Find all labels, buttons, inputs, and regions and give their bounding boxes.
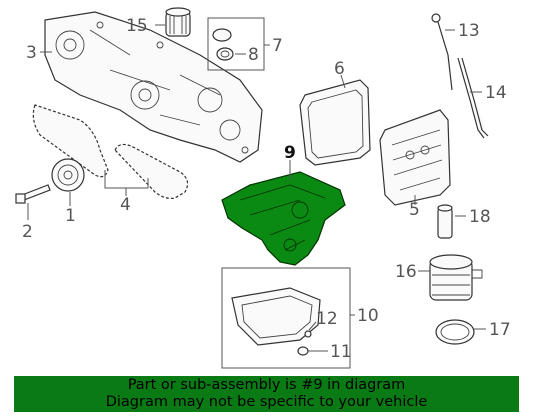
callout-12: 12 xyxy=(316,309,338,329)
callout-labels: 3 15 8 7 6 13 14 5 9 4 1 2 18 16 17 10 1… xyxy=(22,16,511,362)
callout-11: 11 xyxy=(330,342,352,362)
crank-pulley-part[interactable] xyxy=(51,158,85,192)
bolt-part[interactable] xyxy=(15,184,51,204)
timing-cover-part[interactable] xyxy=(44,11,263,163)
callout-18: 18 xyxy=(469,207,491,227)
timing-belt-part[interactable] xyxy=(32,104,189,199)
callout-8: 8 xyxy=(248,45,259,65)
oil-pan-upper-highlighted[interactable] xyxy=(221,171,346,266)
dipstick-tube-part[interactable] xyxy=(457,57,489,139)
callout-15: 15 xyxy=(126,16,148,36)
banner-line-2: Diagram may not be specific to your vehi… xyxy=(105,394,428,410)
callout-6: 6 xyxy=(334,59,345,79)
callout-10: 10 xyxy=(357,306,379,326)
lower-oil-pan-group[interactable] xyxy=(221,267,351,369)
callout-9: 9 xyxy=(284,143,296,163)
gasket-part[interactable] xyxy=(299,79,371,166)
filler-cap-group[interactable] xyxy=(207,17,265,71)
callout-4: 4 xyxy=(120,195,131,215)
callout-2: 2 xyxy=(22,222,33,242)
parts-diagram: 3 15 8 7 6 13 14 5 9 4 1 2 18 16 17 10 1… xyxy=(15,7,511,369)
dipstick-part[interactable] xyxy=(431,13,453,91)
oil-filter-part[interactable] xyxy=(165,7,191,37)
valve-cover-part[interactable] xyxy=(379,109,451,206)
callout-7: 7 xyxy=(272,36,283,56)
callout-16: 16 xyxy=(395,262,417,282)
banner-line-1: Part or sub-assembly is #9 in diagram xyxy=(127,377,406,393)
callout-5: 5 xyxy=(409,200,420,220)
oil-sensor-part[interactable] xyxy=(437,204,453,239)
o-ring-part[interactable] xyxy=(435,319,475,345)
callout-1: 1 xyxy=(65,206,76,226)
callout-13: 13 xyxy=(458,21,480,41)
oil-cooler-part[interactable] xyxy=(429,254,483,301)
leader-lines xyxy=(27,24,486,352)
callout-17: 17 xyxy=(489,320,511,340)
callout-14: 14 xyxy=(485,83,507,103)
callout-3: 3 xyxy=(26,43,37,63)
part-notice-banner: Part or sub-assembly is #9 in diagram Di… xyxy=(14,376,519,412)
